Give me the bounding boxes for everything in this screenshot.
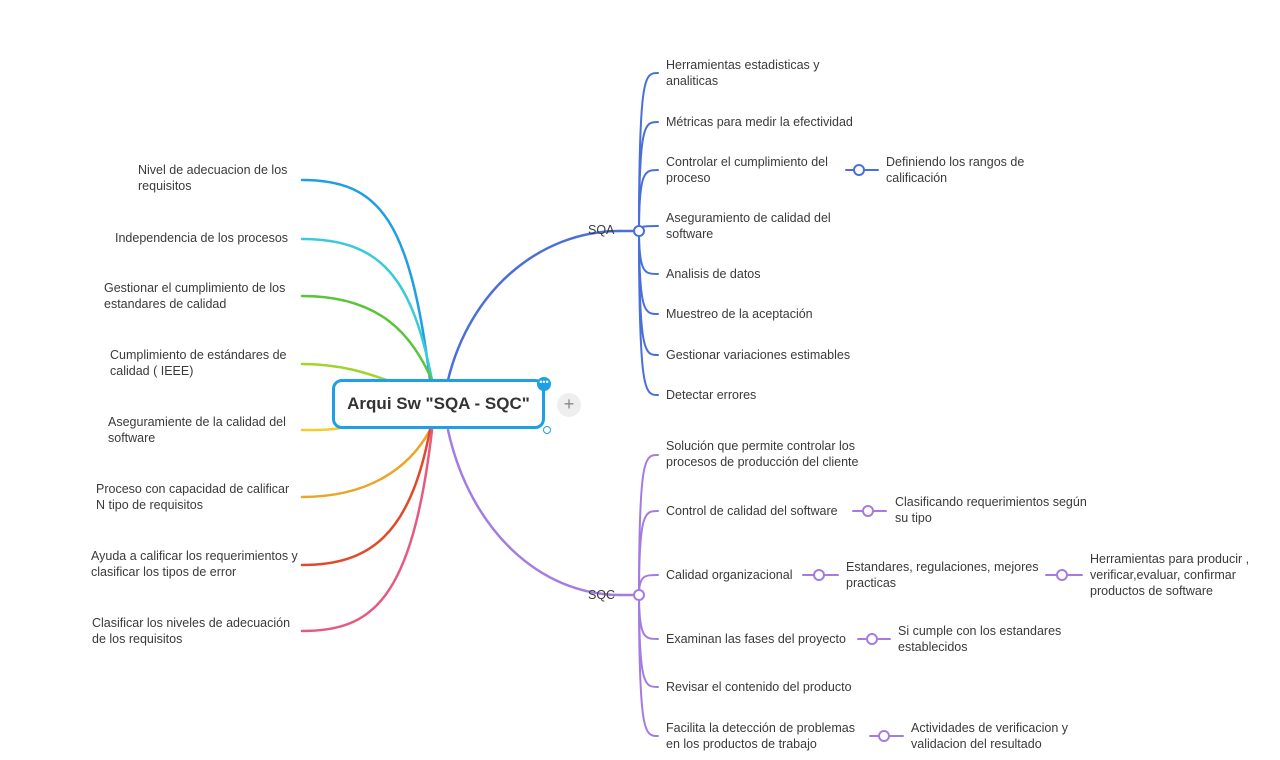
sqa-sub-knob[interactable] (853, 164, 865, 176)
sqc-sub-knob[interactable] (866, 633, 878, 645)
left-topic[interactable]: Nivel de adecuacion de los requisitos (138, 163, 288, 193)
sqa-subtopic[interactable]: Muestreo de la aceptación (666, 307, 813, 321)
left-branch-line (300, 428, 432, 567)
sqc-child-line (638, 510, 659, 596)
sqc-child-line (638, 594, 659, 640)
left-branch-line (300, 426, 342, 432)
sqa-branch-line (446, 229, 622, 382)
central-topic[interactable]: Arqui Sw "SQA - SQC" (332, 379, 545, 429)
sqc-subsubtopic[interactable]: Estandares, regulaciones, mejores practi… (846, 560, 1039, 590)
sqc-subtopic[interactable]: Examinan las fases del proyecto (666, 632, 846, 646)
sqc-subsubtopic[interactable]: Si cumple con los estandares establecido… (898, 624, 1062, 654)
left-branch-line (300, 294, 434, 382)
sqa-subtopic[interactable]: Gestionar variaciones estimables (666, 348, 851, 362)
sqc-subtopic[interactable]: Revisar el contenido del producto (666, 680, 852, 694)
resize-handle[interactable] (543, 426, 551, 434)
sqa-subtopic[interactable]: Controlar el cumplimiento del proceso (666, 155, 828, 185)
left-branch-line (300, 178, 432, 382)
sqc-subtopic[interactable]: Solución que permite controlar los proce… (666, 439, 859, 469)
left-branch-line (300, 237, 434, 382)
sqc-subsubtopic[interactable]: Clasificando requerimientos según su tip… (895, 495, 1087, 525)
left-branch-line (300, 428, 432, 499)
sqc-sub-knob[interactable] (878, 730, 890, 742)
left-branch-line (300, 428, 434, 633)
sqa-subtopic[interactable]: Métricas para medir la efectividad (666, 115, 853, 129)
sqc-sub-knob[interactable] (1056, 569, 1068, 581)
sqa-subsubtopic[interactable]: Definiendo los rangos de calificación (886, 155, 1025, 185)
left-topic[interactable]: Gestionar el cumplimiento de los estanda… (104, 281, 286, 311)
sqa-child-line (638, 121, 659, 232)
sqc-branch-line (446, 428, 622, 597)
sqc-collapse-knob[interactable] (633, 589, 645, 601)
sqa-child-line (638, 230, 659, 396)
sqc-subtopic[interactable]: Control de calidad del software (666, 504, 838, 518)
sqc-sub-knob[interactable] (813, 569, 825, 581)
central-topic-title: Arqui Sw "SQA - SQC" (347, 394, 530, 413)
sqa-child-line (638, 169, 659, 232)
left-topic[interactable]: Clasificar los niveles de adecuación de … (92, 616, 291, 646)
sqa-branch-label[interactable]: SQA (588, 223, 615, 237)
left-topic[interactable]: Proceso con capacidad de calificar N tip… (96, 482, 290, 512)
sqc-subtopic[interactable]: Calidad organizacional (666, 568, 793, 582)
sqc-subsubtopic[interactable]: Actividades de verificacion y validacion… (911, 721, 1069, 751)
sqa-subtopic[interactable]: Analisis de datos (666, 267, 761, 281)
sqc-sub-knob[interactable] (862, 505, 874, 517)
more-options-icon[interactable]: ••• (537, 377, 551, 391)
sqa-collapse-knob[interactable] (633, 225, 645, 237)
left-topic[interactable]: Independencia de los procesos (115, 231, 289, 245)
sqa-subtopic[interactable]: Herramientas estadisticas y analiticas (666, 58, 820, 88)
left-topic[interactable]: Cumplimiento de estándares de calidad ( … (110, 348, 287, 378)
sqc-child-line (638, 594, 659, 688)
sqc-subtopic[interactable]: Facilita la detección de problemas en lo… (666, 721, 855, 751)
sqc-branch-label[interactable]: SQC (588, 588, 616, 602)
sqc-child-line (638, 594, 659, 737)
sqa-child-line (638, 230, 659, 275)
sqa-subtopic[interactable]: Detectar errores (666, 388, 757, 402)
sqc-subsubsubtopic[interactable]: Herramientas para producir , verificar,e… (1090, 552, 1250, 598)
add-topic-button[interactable]: + (557, 393, 581, 417)
left-topic[interactable]: Aseguramiente de la calidad del software (108, 415, 286, 445)
sqa-subtopic[interactable]: Aseguramiento de calidad del software (666, 211, 831, 241)
left-topic[interactable]: Ayuda a calificar los requerimientos y c… (91, 549, 298, 579)
